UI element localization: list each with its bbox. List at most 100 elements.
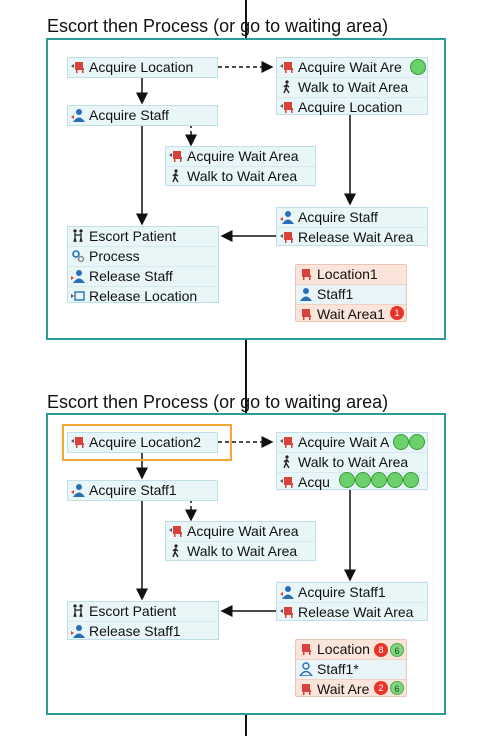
walk-icon (283, 80, 290, 94)
node-label: Acquire Staff1 (89, 482, 177, 498)
chair-icon (280, 232, 293, 243)
flow2-resources[interactable]: Location Staff1* Wait Are 8 6 2 6 (295, 639, 407, 697)
flow2-token[interactable] (393, 434, 409, 450)
flow1-lb-row-3: Release Staff (68, 266, 218, 286)
flow2-left-bottom-node[interactable]: Escort Patient Release Staff1 (67, 601, 219, 640)
flow1-acquire-staff-node[interactable]: Acquire Staff (67, 105, 218, 126)
flow2-token[interactable] (371, 472, 387, 488)
flow2-rb-row-1: Acquire Staff1 (277, 583, 427, 602)
flow1-rb-row-2: Release Wait Area (277, 227, 427, 247)
flow2-token[interactable] (339, 472, 355, 488)
flow1-wait-area-node[interactable]: Acquire Wait Area Walk to Wait Area (165, 146, 316, 186)
flow2-token[interactable] (387, 472, 403, 488)
walk-icon (172, 169, 179, 183)
node-label: Release Wait Area (298, 229, 414, 245)
resource-label: Location1 (317, 266, 378, 282)
flow2-lb-row-1: Escort Patient (68, 602, 218, 621)
flow2-lb-row-2: Release Staff1 (68, 621, 218, 641)
flow1-rt-row-1: Acquire Wait Are (277, 58, 427, 77)
flow2-token[interactable] (355, 472, 371, 488)
flow2-mid-row-2: Walk to Wait Area (166, 541, 315, 561)
flow1-token[interactable] (410, 59, 426, 75)
flow1-lb-row-2: Process (68, 246, 218, 266)
flow1-right-top-node[interactable]: Acquire Wait Are Walk to Wait Area Acqui… (276, 57, 428, 115)
flow2-location-count-red: 8 (374, 643, 388, 657)
resource-label: Staff1* (317, 661, 359, 677)
staff-icon (280, 586, 294, 599)
node-label: Acquire Staff (298, 209, 378, 225)
flow1-lb-row-4: Release Location (68, 286, 218, 306)
release-staff-icon (71, 270, 85, 283)
process-icon (72, 250, 85, 263)
flow2-location-count-green: 6 (390, 643, 404, 657)
node-label: Acquire Wait Area (187, 523, 299, 539)
flow2-acquire-location-row: Acquire Location2 (68, 433, 217, 452)
selection-highlight (62, 424, 232, 461)
flow1-mid-row-1: Acquire Wait Area (166, 147, 315, 166)
flow2-rt-row-1: Acquire Wait A (277, 433, 427, 452)
flow2-wait-area-node[interactable]: Acquire Wait Area Walk to Wait Area (165, 521, 316, 561)
chair-icon (71, 437, 84, 448)
resource-label: Wait Area1 (317, 306, 385, 322)
flow1-rb-row-1: Acquire Staff (277, 208, 427, 227)
flow2-token[interactable] (409, 434, 425, 450)
flow2-frame (46, 413, 446, 715)
flow1-acquire-location-row: Acquire Location (68, 58, 217, 77)
flow2-acquire-staff-row: Acquire Staff1 (68, 481, 217, 500)
node-label: Acquire Location (298, 99, 403, 115)
flow2-res-staff: Staff1* (296, 659, 406, 679)
flow1-resources[interactable]: Location1 Staff1 Wait Area1 1 (295, 264, 407, 322)
node-label: Acqu (298, 474, 330, 490)
node-label: Release Location (89, 288, 198, 304)
staff-icon (71, 484, 85, 497)
flow2-mid-row-1: Acquire Wait Area (166, 522, 315, 541)
node-label: Release Staff (89, 268, 173, 284)
resource-label: Staff1 (317, 286, 354, 302)
flow2-acquire-staff-node[interactable]: Acquire Staff1 (67, 480, 218, 501)
chair-icon (302, 644, 311, 655)
walk-icon (172, 544, 179, 558)
flow1-left-bottom-node[interactable]: Escort Patient Process Release Staff Rel… (67, 226, 219, 306)
flow1-res-location: Location1 (296, 265, 406, 284)
flow2-acquire-location-node[interactable]: Acquire Location2 (67, 432, 218, 453)
resource-label: Location (317, 641, 370, 657)
resource-label: Wait Are (317, 681, 370, 697)
node-label: Walk to Wait Area (187, 543, 298, 559)
flow2-token[interactable] (403, 472, 419, 488)
walk-icon (283, 455, 290, 469)
node-label: Walk to Wait Area (298, 454, 409, 470)
node-label: Acquire Staff (89, 107, 169, 123)
flow1-right-bottom-node[interactable]: Acquire Staff Release Wait Area (276, 207, 428, 246)
chair-icon (302, 269, 311, 280)
flow1-rt-row-3: Acquire Location (277, 97, 427, 117)
escort-icon (73, 604, 83, 618)
flow2-rt-row-2: Walk to Wait Area (277, 452, 427, 472)
node-label: Acquire Wait Are (298, 59, 402, 75)
chair-icon (302, 309, 311, 320)
flow2-right-bottom-node[interactable]: Acquire Staff1 Release Wait Area (276, 582, 428, 621)
escort-icon (73, 229, 83, 243)
chair-icon (169, 526, 182, 537)
chair-icon (280, 102, 293, 113)
flow2-wait-count-red: 2 (374, 681, 388, 695)
flow2-res-wait-area: Wait Are (296, 679, 406, 699)
node-label: Acquire Location (89, 59, 194, 75)
flow2-wait-count-green: 6 (390, 681, 404, 695)
flow2-res-location: Location (296, 640, 406, 659)
chair-icon (71, 62, 84, 73)
flow1-acquire-staff-row: Acquire Staff (68, 106, 217, 125)
flow2-rt-row-3: Acqu (277, 472, 427, 492)
node-label: Acquire Staff1 (298, 584, 386, 600)
flow1-wait-count-badge: 1 (390, 306, 404, 320)
node-label: Acquire Wait A (298, 434, 390, 450)
flow2-title: Escort then Process (or go to waiting ar… (47, 392, 389, 412)
node-label: Release Staff1 (89, 623, 181, 639)
node-label: Walk to Wait Area (187, 168, 298, 184)
staff-icon (280, 211, 294, 224)
flow1-frame (46, 38, 446, 340)
node-label: Acquire Wait Area (187, 148, 299, 164)
node-label: Walk to Wait Area (298, 79, 409, 95)
chair-icon (280, 477, 293, 488)
flow1-acquire-location-node[interactable]: Acquire Location (67, 57, 218, 78)
